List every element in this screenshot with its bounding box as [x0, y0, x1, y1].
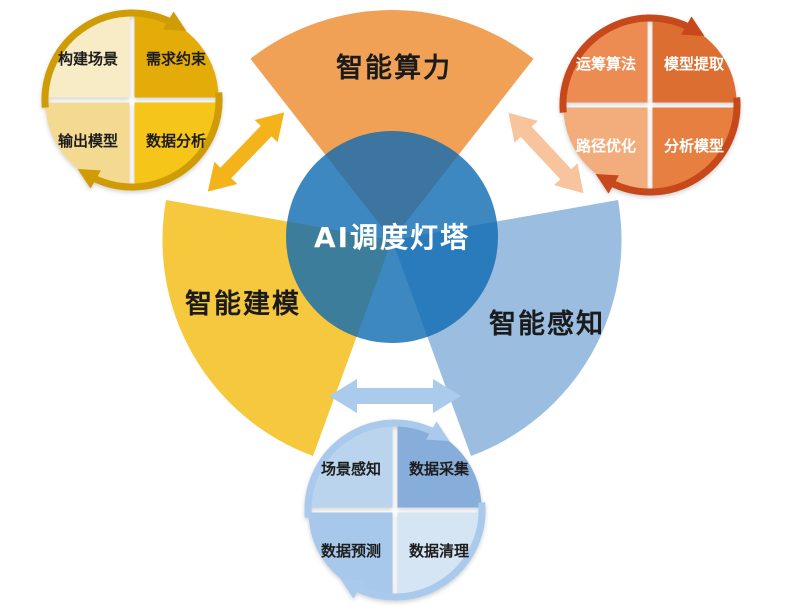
quadrant-label: 分析模型 — [664, 137, 724, 155]
quadrant-label: 构建场景 — [58, 50, 118, 68]
quadrant-label: 场景感知 — [321, 460, 381, 478]
sector-computing-fan — [250, 10, 534, 241]
quadrant-model-extraction — [652, 18, 737, 103]
cycle-arrow — [595, 97, 741, 196]
quadrant-label: 数据预测 — [321, 542, 381, 560]
satellite-computing-cycle: 运筹算法 模型提取 路径优化 分析模型 — [559, 14, 741, 196]
cycle-arrow — [559, 14, 705, 113]
quadrant-data-analysis — [134, 102, 219, 187]
quadrant-label: 需求约束 — [146, 50, 207, 68]
double-arrow — [508, 112, 584, 194]
hub-label: AI调度灯塔 — [314, 221, 470, 254]
satellite-perception-cycle: 场景感知 数据采集 数据预测 数据清理 — [304, 419, 486, 601]
connector-modeling-perception — [329, 379, 461, 413]
quadrant-label: 运筹算法 — [576, 55, 636, 73]
quadrant-label: 数据采集 — [409, 460, 470, 478]
quadrant-data-cleaning — [397, 512, 482, 597]
quadrant-output-model — [45, 102, 130, 187]
connector-computing-perception — [508, 112, 584, 194]
satellite-modeling-cycle: 构建场景 需求约束 输出模型 数据分析 — [41, 9, 223, 191]
connector-modeling-computing — [207, 112, 285, 192]
quadrant-label: 模型提取 — [664, 55, 725, 73]
hub-circle — [286, 131, 498, 343]
quadrant-analysis-model — [652, 107, 737, 192]
cycle-arrow — [41, 9, 187, 108]
quadrant-demand-constraint — [134, 13, 219, 98]
quadrant-label: 输出模型 — [58, 132, 118, 150]
quadrant-data-prediction — [308, 512, 393, 597]
quadrant-scene-perception — [308, 423, 393, 508]
quadrant-label: 数据清理 — [409, 542, 469, 560]
sector-computing-label: 智能算力 — [336, 52, 452, 84]
quadrant-operations-algorithm — [563, 18, 648, 103]
quadrant-label: 数据分析 — [146, 132, 206, 150]
double-arrow — [329, 379, 461, 413]
sector-perception-label: 智能感知 — [489, 308, 605, 340]
cycle-arrow — [304, 419, 450, 518]
quadrant-data-collection — [397, 423, 482, 508]
double-arrow — [207, 112, 285, 192]
cycle-arrow — [340, 502, 486, 601]
quadrant-path-optimization — [563, 107, 648, 192]
quadrant-label: 路径优化 — [576, 137, 636, 155]
sector-modeling-label: 智能建模 — [185, 288, 301, 320]
cycle-arrow — [77, 92, 223, 191]
quadrant-build-scenario — [45, 13, 130, 98]
